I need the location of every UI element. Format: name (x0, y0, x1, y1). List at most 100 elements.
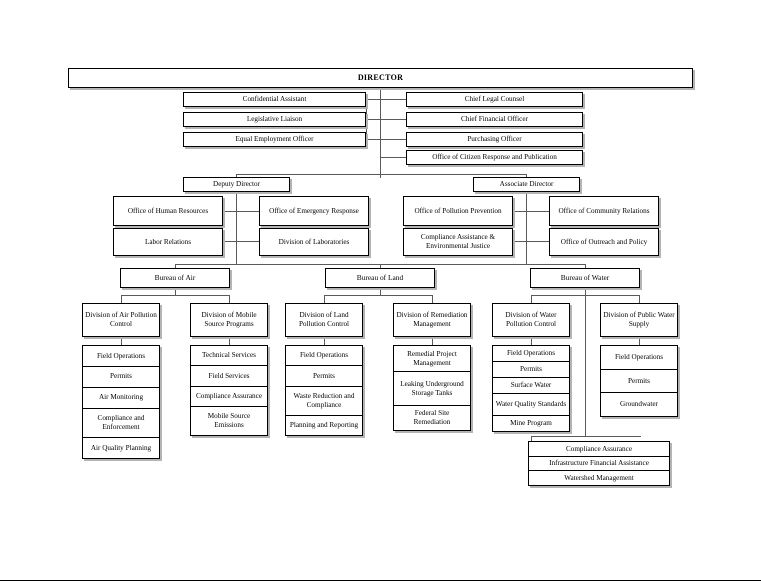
staff-box-equal-employment-officer[interactable]: Equal Employment Officer (183, 132, 366, 147)
connector-air-split (121, 295, 229, 296)
unit-cell[interactable]: Permits (286, 366, 362, 387)
connector-deputy-office-1 (222, 211, 260, 212)
division-box-air-pollution-control[interactable]: Division of Air Pollution Control (82, 303, 160, 337)
connector-water-bureau-units-bus (531, 436, 641, 437)
bureau-box-air[interactable]: Bureau of Air (120, 268, 230, 288)
connector-bureau-air-drop (175, 264, 176, 268)
unit-cell[interactable]: Compliance and Enforcement (83, 409, 159, 439)
unit-stack-mobile-source-programs: Technical Services Field Services Compli… (190, 345, 268, 436)
connector-deputy-rail (236, 192, 237, 264)
connector-bureau-water-drop (585, 264, 586, 268)
unit-cell[interactable]: Field Services (191, 366, 267, 387)
division-box-mobile-source-programs[interactable]: Division of Mobile Source Programs (190, 303, 268, 337)
division-box-water-pollution-control[interactable]: Division of Water Pollution Control (492, 303, 570, 337)
connector-water-div1-drop (531, 295, 532, 303)
unit-cell[interactable]: Permits (601, 370, 677, 394)
office-box-division-of-laboratories[interactable]: Division of Laboratories (259, 228, 369, 256)
division-label: Division of Land Pollution Control (298, 311, 350, 328)
unit-cell[interactable]: Watershed Management (564, 473, 634, 482)
connector-land-split (324, 295, 432, 296)
deputy-director-box[interactable]: Deputy Director (183, 177, 290, 192)
unit-cell[interactable]: Air Quality Planning (90, 443, 152, 452)
unit-cell[interactable]: Leaking Underground Storage Tanks (394, 372, 470, 406)
deputy-director-label: Deputy Director (213, 180, 260, 189)
page-bottom-rule (0, 580, 761, 581)
division-box-remediation-management[interactable]: Division of Remediation Management (393, 303, 471, 337)
connector-director-spine (380, 88, 381, 178)
office-box-labor-relations[interactable]: Labor Relations (113, 228, 223, 256)
connector-air-stem (175, 288, 176, 295)
connector-land-stem (380, 288, 381, 295)
staff-label: Chief Legal Counsel (464, 95, 525, 104)
office-box-compliance-assistance[interactable]: Compliance Assistance & Environmental Ju… (403, 228, 513, 256)
connector-staff-row-3 (340, 139, 406, 140)
office-label: Office of Human Resources (127, 206, 209, 215)
office-box-human-resources[interactable]: Office of Human Resources (113, 196, 223, 226)
unit-stack-water-bureau-units: Compliance Assurance Infrastructure Fina… (528, 441, 670, 486)
connector-land-div1-to-units (324, 337, 325, 345)
staff-box-chief-legal-counsel[interactable]: Chief Legal Counsel (406, 92, 583, 107)
unit-cell[interactable]: Remedial Project Management (394, 346, 470, 372)
unit-cell[interactable]: Air Monitoring (83, 388, 159, 409)
connector-air-div2-to-units (229, 337, 230, 345)
unit-cell[interactable]: Field Operations (83, 346, 159, 367)
unit-cell[interactable]: Compliance Assurance (529, 442, 669, 457)
staff-box-purchasing-officer[interactable]: Purchasing Officer (406, 132, 583, 147)
unit-cell[interactable]: Field Operations (601, 346, 677, 370)
division-box-public-water-supply[interactable]: Division of Public Water Supply (600, 303, 678, 337)
connector-water-bureau-units-drop (531, 436, 532, 441)
office-box-emergency-response[interactable]: Office of Emergency Response (259, 196, 369, 226)
unit-cell[interactable]: Field Operations (493, 346, 569, 362)
unit-cell[interactable]: Groundwater (620, 400, 658, 409)
staff-box-office-of-citizen-response[interactable]: Office of Citizen Response and Publicati… (406, 150, 583, 165)
unit-cell[interactable]: Water Quality Standards (493, 394, 569, 416)
unit-cell[interactable]: Mine Program (510, 419, 552, 428)
unit-cell[interactable]: Mobile Source Emissions (207, 412, 251, 430)
staff-box-confidential-assistant[interactable]: Confidential Assistant (183, 92, 366, 107)
unit-stack-public-water-supply: Field Operations Permits Groundwater (600, 345, 678, 417)
director-box[interactable]: DIRECTOR (68, 68, 693, 88)
connector-deputy-drop (236, 174, 237, 178)
unit-cell[interactable]: Waste Reduction and Compliance (286, 387, 362, 416)
unit-cell[interactable]: Planning and Reporting (289, 421, 359, 430)
unit-cell[interactable]: Infrastructure Financial Assistance (529, 457, 669, 472)
connector-water-bureau-units-rail (585, 288, 586, 436)
staff-box-chief-financial-officer[interactable]: Chief Financial Officer (406, 112, 583, 127)
staff-label: Purchasing Officer (467, 135, 522, 144)
bureau-label: Bureau of Air (154, 273, 196, 283)
unit-stack-air-pollution-control: Field Operations Permits Air Monitoring … (82, 345, 160, 459)
unit-cell[interactable]: Permits (83, 367, 159, 388)
connector-associate-drop (526, 174, 527, 178)
unit-cell[interactable]: Field Operations (286, 346, 362, 367)
bureau-box-water[interactable]: Bureau of Water (530, 268, 640, 288)
staff-label: Legislative Liaison (246, 115, 303, 124)
staff-label: Chief Financial Officer (461, 115, 528, 124)
associate-director-label: Associate Director (499, 180, 554, 189)
division-label: Division of Remediation Management (396, 311, 468, 328)
unit-cell[interactable]: Permits (493, 362, 569, 378)
office-label: Labor Relations (144, 237, 192, 246)
division-box-land-pollution-control[interactable]: Division of Land Pollution Control (285, 303, 363, 337)
bureau-label: Bureau of Water (560, 273, 610, 283)
office-box-community-relations[interactable]: Office of Community Relations (549, 196, 659, 226)
connector-second-level-bus (236, 174, 526, 175)
office-label: Division of Laboratories (278, 237, 350, 246)
connector-staff-left-rail (366, 99, 367, 140)
unit-cell[interactable]: Technical Services (191, 346, 267, 367)
office-box-outreach-and-policy[interactable]: Office of Outreach and Policy (549, 228, 659, 256)
staff-box-legislative-liaison[interactable]: Legislative Liaison (183, 112, 366, 127)
connector-air-div2-drop (229, 295, 230, 303)
office-box-pollution-prevention[interactable]: Office of Pollution Prevention (403, 196, 513, 226)
connector-air-div1-to-units (121, 337, 122, 345)
unit-stack-land-pollution-control: Field Operations Permits Waste Reduction… (285, 345, 363, 436)
unit-cell[interactable]: Federal Site Remediation (413, 409, 451, 426)
bureau-box-land[interactable]: Bureau of Land (325, 268, 435, 288)
connector-staff-row-4 (380, 157, 406, 158)
connector-land-div2-drop (432, 295, 433, 303)
unit-stack-water-pollution-control: Field Operations Permits Surface Water W… (492, 345, 570, 432)
unit-stack-remediation-management: Remedial Project Management Leaking Unde… (393, 345, 471, 431)
unit-cell[interactable]: Surface Water (493, 378, 569, 394)
associate-director-box[interactable]: Associate Director (473, 177, 580, 192)
connector-air-div1-drop (121, 295, 122, 303)
unit-cell[interactable]: Compliance Assurance (191, 387, 267, 408)
